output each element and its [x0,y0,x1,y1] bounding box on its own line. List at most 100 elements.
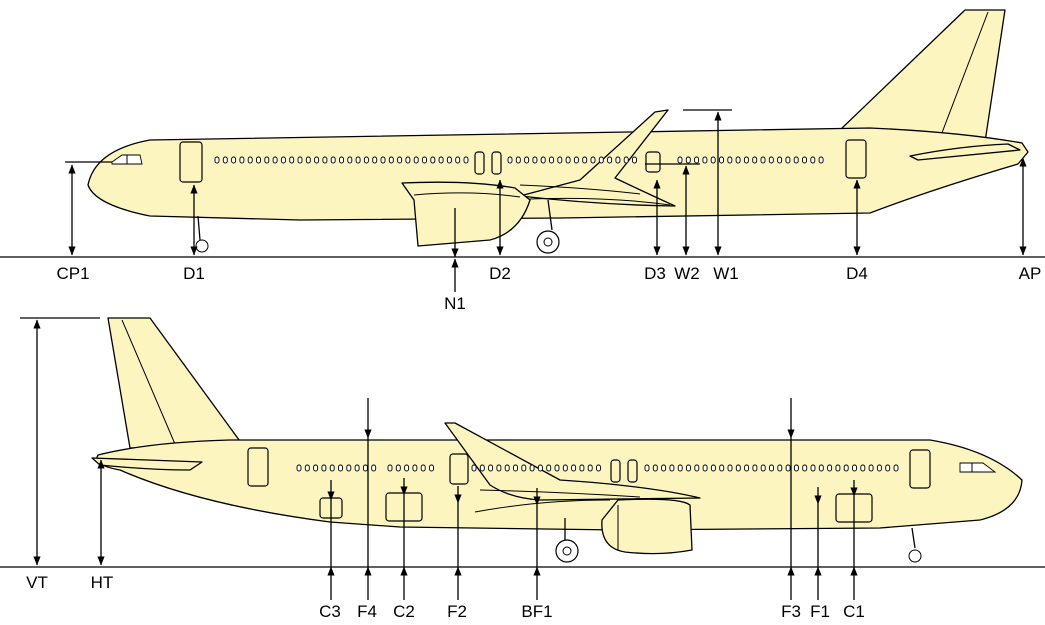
cabin-window [644,464,650,472]
label-f4: F4 [357,602,377,621]
bottom-window-row [296,464,899,472]
cabin-window [430,156,436,164]
cabin-window [571,464,577,472]
cabin-window [387,464,393,472]
cabin-window [876,464,882,472]
cabin-window [513,464,518,472]
top-fuselage [87,127,1029,221]
bottom-engine [601,498,693,555]
label-d4: D4 [846,264,868,283]
cabin-window [355,156,361,164]
cabin-window [810,156,816,164]
cabin-window [329,464,335,472]
label-c2: C2 [393,602,415,621]
cabin-window [322,156,328,164]
cabin-window [752,464,758,472]
cabin-window [735,156,741,164]
cabin-window [785,156,791,164]
cabin-window [395,464,401,472]
top-wing [519,109,676,207]
cabin-window [488,464,494,472]
bottom-overwing-area [449,453,469,485]
bottom-vertical-tail [107,317,243,449]
cabin-window [652,464,658,472]
cabin-window [239,156,245,164]
cabin-window [685,156,691,164]
cabin-window [587,464,593,472]
cabin-window [479,464,485,472]
cabin-window [743,156,749,164]
cabin-window [860,464,866,472]
cabin-window [702,156,708,164]
cabin-window [590,156,596,164]
cabin-window [669,464,675,472]
cabin-window [463,156,469,164]
top-engine [401,181,531,247]
top-vertical-tail [839,9,1006,143]
cabin-window [537,464,543,472]
cabin-window [214,156,220,164]
cabin-window [607,156,613,164]
cabin-window [727,464,733,472]
label-c1: C1 [843,602,865,621]
cabin-window [231,156,237,164]
cabin-window [346,464,352,472]
cabin-window [768,156,774,164]
cabin-window [802,156,807,164]
cabin-window [582,156,588,164]
cabin-window [354,464,360,472]
cabin-window [363,156,369,164]
cabin-window [596,464,601,472]
cabin-window [744,464,750,472]
cabin-window [777,156,783,164]
cabin-window [521,464,527,472]
label-ap: AP [1019,264,1042,283]
cabin-window [404,464,410,472]
cabin-window [562,464,568,472]
bottom-overwing-exit [610,459,621,483]
cabin-window [719,464,725,472]
bottom-wing [444,422,701,501]
cabin-window [272,156,278,164]
top-overwing-exit [474,151,485,175]
cabin-window [330,156,336,164]
cabin-window [827,464,833,472]
cabin-window [222,156,228,164]
cabin-window [289,156,295,164]
cabin-window [471,464,477,472]
cabin-window [694,156,700,164]
label-w2: W2 [674,264,700,283]
cabin-window [677,464,683,472]
cabin-window [532,156,538,164]
cabin-window [321,464,327,472]
bottom-cockpit-window [959,462,997,473]
top-aircraft-view [0,9,1045,258]
cabin-window [727,156,733,164]
cabin-window [710,156,716,164]
cabin-window [420,464,426,472]
cabin-window [455,156,461,164]
top-overwing-exit [491,151,502,175]
top-horizontal-stabilizer [909,143,1021,161]
top-dimension-arrows [68,111,1027,292]
cabin-window [507,156,513,164]
cabin-window [810,464,816,472]
cabin-window [549,156,554,164]
cabin-window [314,156,320,164]
cabin-window [347,156,353,164]
cabin-window [362,464,368,472]
cabin-window [504,464,510,472]
cabin-window [380,156,386,164]
label-f1: F1 [810,602,830,621]
cabin-window [256,156,261,164]
cabin-window [339,156,344,164]
bottom-overwing-exit [627,459,638,483]
cabin-window [524,156,530,164]
cabin-window [719,156,724,164]
cabin-window [818,464,824,472]
cabin-window [438,156,444,164]
cabin-window [710,464,716,472]
bottom-horizontal-stabilizer [91,457,203,471]
cabin-window [677,156,683,164]
